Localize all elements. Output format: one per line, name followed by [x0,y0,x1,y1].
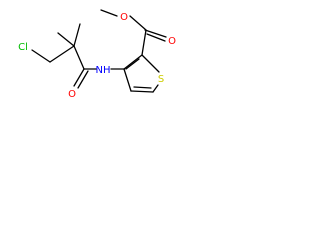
bond-c3-c4 [123,68,132,92]
bond-ester-c-ring-c2 [141,29,147,56]
bond-ch2-cl [31,49,51,63]
bond-s-c2 [141,54,160,73]
bond-c4-c5 [130,90,154,93]
bond-amide-c-o-a [73,68,85,87]
bond-c2-c3 [123,54,143,70]
molecule-structure: O O NH Cl O S [18,9,176,100]
bond-c2-c3-inner [125,58,140,70]
atom-labels: O O NH Cl O S [18,12,176,100]
ester-oxygen-label: O [120,12,128,23]
bond-quat-c-methyl-1 [73,23,81,47]
bond-ester-c-o-double-b [146,33,166,42]
bond-carbonyl-c-quat-c [73,45,85,70]
bonds [31,9,167,93]
bond-quat-c-ch2 [49,45,75,63]
amide-oxygen-label: O [68,89,76,100]
bond-c5-c4-double [133,86,152,89]
sulfur-label: S [158,74,164,85]
bond-methyl-o [100,9,118,17]
ester-carbonyl-oxygen-label: O [168,36,176,47]
bond-quat-c-methyl-2 [57,32,75,47]
amide-nh-label: NH [96,65,111,76]
bond-amide-c-o-b [77,70,89,89]
bond-c5-s [152,84,159,93]
chlorine-label: Cl [18,42,28,53]
bond-ester-c-o-double-a [144,29,167,38]
bond-o-ester-c [129,15,147,31]
